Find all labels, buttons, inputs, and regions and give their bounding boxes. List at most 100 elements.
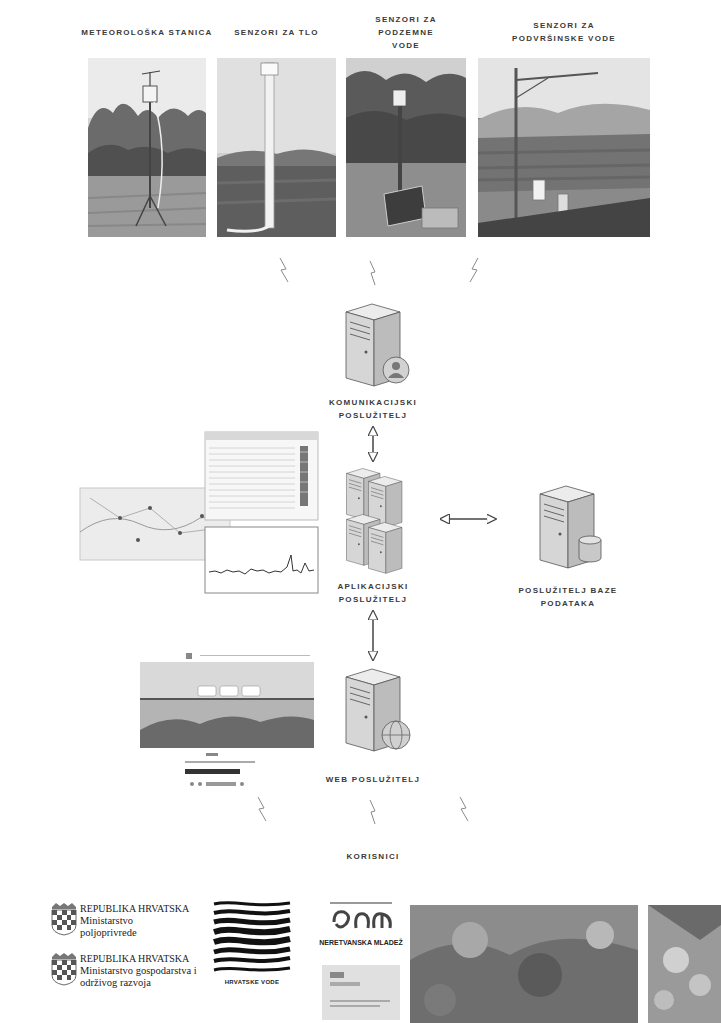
station-photo <box>150 196 166 226</box>
sensor-photo-box: METEOROLOŠKA STANICA <box>68 10 226 237</box>
website-screenshot <box>140 700 314 748</box>
website-screenshot <box>140 653 314 786</box>
irrigation-society-logo <box>322 965 400 1020</box>
youth-association-logo <box>374 914 391 928</box>
sensor-photo-box: SENZORI ZA PODVRŠINSKE VODE <box>474 10 654 237</box>
database-server-icon <box>540 486 601 568</box>
irrigation-society-logo <box>330 982 360 986</box>
coat-of-arms <box>52 960 76 980</box>
website-screenshot <box>200 655 310 656</box>
surface-water-sensor-photo <box>478 58 650 237</box>
photo-area <box>213 54 340 237</box>
website-screenshot <box>185 769 240 774</box>
map-screenshot <box>118 516 122 520</box>
node-label: KOMUNIKACIJSKI POSLUŽITELJ <box>316 396 431 422</box>
table-screenshot <box>209 448 295 508</box>
youth-association-logo <box>330 902 392 928</box>
website-screenshot <box>190 782 194 786</box>
communication-server-icon <box>392 362 400 370</box>
sensor-photo-box: SENZORI ZA PODZEMNE VODE <box>342 10 470 237</box>
surface-water-sensor-photo <box>478 198 650 237</box>
application-server-icon <box>346 468 401 573</box>
website-screenshot <box>240 782 244 786</box>
coat-of-arms <box>52 960 76 985</box>
station-photo <box>143 86 157 102</box>
water-authority-logo <box>214 958 290 961</box>
fruit-photo <box>689 974 711 996</box>
map-screenshot <box>90 498 220 533</box>
website-screenshot <box>140 716 314 748</box>
server-box: APLIKACIJSKI POSLUŽITELJ <box>312 466 435 606</box>
wireless-symbol <box>460 797 468 821</box>
map-screenshot <box>200 514 204 518</box>
website-screenshot <box>242 686 260 696</box>
orchard-photo <box>586 921 614 949</box>
label-area: SENZORI ZA TLO <box>213 10 340 54</box>
water-authority-logo <box>214 968 290 970</box>
station-photo <box>149 88 151 208</box>
irrigation-society-logo <box>330 1005 380 1007</box>
node-label: METEOROLOŠKA STANICA <box>72 26 222 39</box>
chart-screenshot <box>205 527 318 593</box>
icon-area <box>502 482 635 570</box>
youth-association-logo <box>356 914 369 928</box>
website-screenshot <box>198 686 216 696</box>
station-photo <box>136 196 150 226</box>
label-area: SENZORI ZA PODVRŠINSKE VODE <box>474 10 654 54</box>
sensor-photo-box: SENZORI ZA TLO <box>213 10 340 237</box>
wireless-symbol <box>470 258 478 282</box>
web-server-icon <box>382 735 410 736</box>
coat-of-arms <box>52 953 76 959</box>
wireless-symbol <box>370 261 375 285</box>
orchard-photo <box>452 922 488 958</box>
soil-sensor-photo <box>227 226 269 231</box>
photo-area <box>474 54 654 237</box>
website-screenshot <box>186 653 192 659</box>
label-area: WEB POSLUŽITELJ <box>307 773 440 786</box>
icon-area <box>312 466 435 572</box>
coat-of-arms <box>52 903 76 909</box>
surface-water-sensor-photo <box>478 150 650 180</box>
web-server-icon <box>382 721 410 749</box>
water-authority-logo <box>214 929 290 932</box>
icon-area <box>307 665 440 753</box>
water-authority-logo <box>214 939 290 942</box>
double-arrow <box>441 518 496 520</box>
icon-area <box>312 300 435 388</box>
website-screenshot <box>206 753 218 756</box>
website-screenshot <box>140 698 314 700</box>
wireless-symbol <box>258 797 266 821</box>
water-authority-logo <box>214 903 290 971</box>
youth-association-logo <box>334 912 349 927</box>
fruit-photo <box>648 905 721 1023</box>
irrigation-society-logo <box>330 1000 390 1002</box>
ministry-name: Ministarstvo poljoprivrede <box>80 915 160 939</box>
youth-association-logo <box>330 902 392 904</box>
table-screenshot <box>205 432 318 520</box>
website-screenshot <box>220 686 238 696</box>
users-label: KORISNICI <box>313 850 433 863</box>
station-photo <box>88 58 206 237</box>
server-box: POSLUŽITELJ BAZE PODATAKA <box>502 482 635 610</box>
station-photo <box>88 193 206 226</box>
wireless-symbol <box>370 800 375 824</box>
node-label: SENZORI ZA PODVRŠINSKE VODE <box>499 19 629 45</box>
database-server-icon <box>579 536 601 544</box>
surface-water-sensor-photo <box>533 180 545 200</box>
orchard-photo <box>518 953 562 997</box>
water-authority-logo <box>214 911 290 913</box>
website-screenshot <box>206 782 236 786</box>
fruit-photo <box>663 947 689 973</box>
map-screenshot <box>178 531 182 535</box>
application-server-icon <box>368 522 401 573</box>
website-screenshot <box>185 761 255 763</box>
label-area: KOMUNIKACIJSKI POSLUŽITELJ <box>312 396 435 422</box>
photo-area <box>68 54 226 237</box>
chart-screenshot <box>205 527 318 593</box>
station-photo <box>154 102 162 208</box>
table-screenshot <box>300 446 308 506</box>
station-photo <box>88 176 206 237</box>
